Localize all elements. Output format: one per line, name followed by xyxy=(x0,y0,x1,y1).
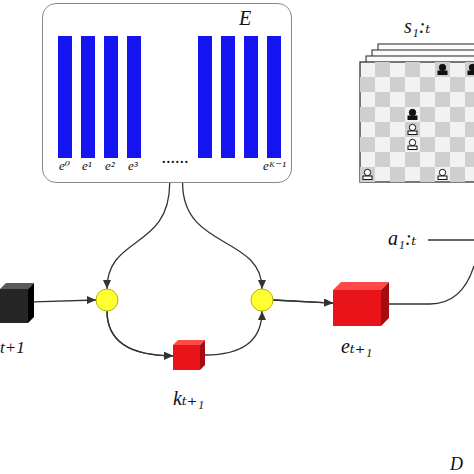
free-label: e¹ xyxy=(82,159,92,172)
cube-top xyxy=(333,282,389,290)
cube-side xyxy=(28,283,34,323)
code-bar xyxy=(58,36,72,158)
code-bar xyxy=(267,36,281,158)
board-square xyxy=(375,62,390,77)
board-square xyxy=(405,122,420,137)
arrow-head xyxy=(258,311,266,320)
board-shape xyxy=(358,40,474,182)
board-square xyxy=(450,77,465,92)
cube-shape xyxy=(0,283,34,323)
board-square xyxy=(435,92,450,107)
node-label: E xyxy=(239,8,251,28)
chess-piece xyxy=(363,169,372,179)
code-bar xyxy=(127,36,141,158)
cube-face xyxy=(173,345,200,370)
board-square xyxy=(435,62,450,77)
board-square xyxy=(465,62,474,77)
embedding-cube: eₜ₊₁ xyxy=(333,282,389,326)
free-label: D xyxy=(450,455,463,473)
node-label: kₜ₊₁ xyxy=(173,388,204,408)
board-square xyxy=(450,137,465,152)
board-square xyxy=(420,107,435,122)
chess-piece xyxy=(438,64,447,74)
cube-side xyxy=(200,340,205,370)
free-label: e⁰ xyxy=(59,159,70,172)
board-square xyxy=(360,167,375,182)
board-square xyxy=(420,167,435,182)
chess-piece xyxy=(468,64,474,74)
code-bar xyxy=(198,36,212,158)
arrow-head xyxy=(258,280,266,289)
chess-piece xyxy=(408,124,417,134)
free-label: eᴷ⁻¹ xyxy=(263,159,286,172)
board-square xyxy=(465,152,474,167)
flow-arrow xyxy=(34,300,173,356)
node-label: s₁:ₜ xyxy=(404,16,430,36)
output-line xyxy=(389,266,474,304)
board-square xyxy=(465,122,474,137)
chess-piece xyxy=(408,109,417,119)
combine-circle xyxy=(96,289,118,311)
cube-side xyxy=(381,282,389,326)
board-square xyxy=(420,77,435,92)
free-label: e³ xyxy=(128,159,138,172)
code-bar xyxy=(244,36,258,158)
free-label: ...... xyxy=(162,148,189,166)
board-square xyxy=(390,107,405,122)
board-square xyxy=(465,92,474,107)
cube-shape xyxy=(173,340,205,370)
board-square xyxy=(435,122,450,137)
board-square xyxy=(420,137,435,152)
flow-arrow xyxy=(205,300,333,355)
chess-piece xyxy=(438,169,447,179)
board-front xyxy=(360,62,474,182)
latent-cube: t+1 xyxy=(0,283,34,323)
action-line xyxy=(428,239,474,240)
cube-face xyxy=(0,289,28,323)
arrow-head xyxy=(103,280,111,289)
board-square xyxy=(450,167,465,182)
code-bar xyxy=(104,36,118,158)
cube-top xyxy=(173,340,205,345)
board-stack: s₁:ₜ xyxy=(358,40,474,182)
board-square xyxy=(375,152,390,167)
code-bar xyxy=(221,36,235,158)
board-square xyxy=(405,92,420,107)
flow-arrow xyxy=(183,183,333,303)
node-label: eₜ₊₁ xyxy=(341,336,372,356)
index-cube: kₜ₊₁ xyxy=(173,340,205,370)
board-square xyxy=(390,137,405,152)
board-square xyxy=(390,77,405,92)
chess-piece xyxy=(408,139,417,149)
board-square xyxy=(450,107,465,122)
board-square xyxy=(360,107,375,122)
board-square xyxy=(360,77,375,92)
board-square xyxy=(405,152,420,167)
board-square xyxy=(375,122,390,137)
board-square xyxy=(405,62,420,77)
free-label: e² xyxy=(105,159,115,172)
free-label: a₁:ₜ xyxy=(388,228,417,248)
board-square xyxy=(360,137,375,152)
combine-circle xyxy=(251,289,273,311)
board-square xyxy=(390,167,405,182)
cube-shape xyxy=(333,282,389,326)
board-square xyxy=(375,92,390,107)
cube-face xyxy=(333,290,381,326)
code-bar xyxy=(81,36,95,158)
flow-arrow xyxy=(107,183,173,356)
board-square xyxy=(435,152,450,167)
node-label: t+1 xyxy=(0,339,25,356)
codebook-bars xyxy=(58,36,281,158)
arrow-head xyxy=(87,296,96,304)
